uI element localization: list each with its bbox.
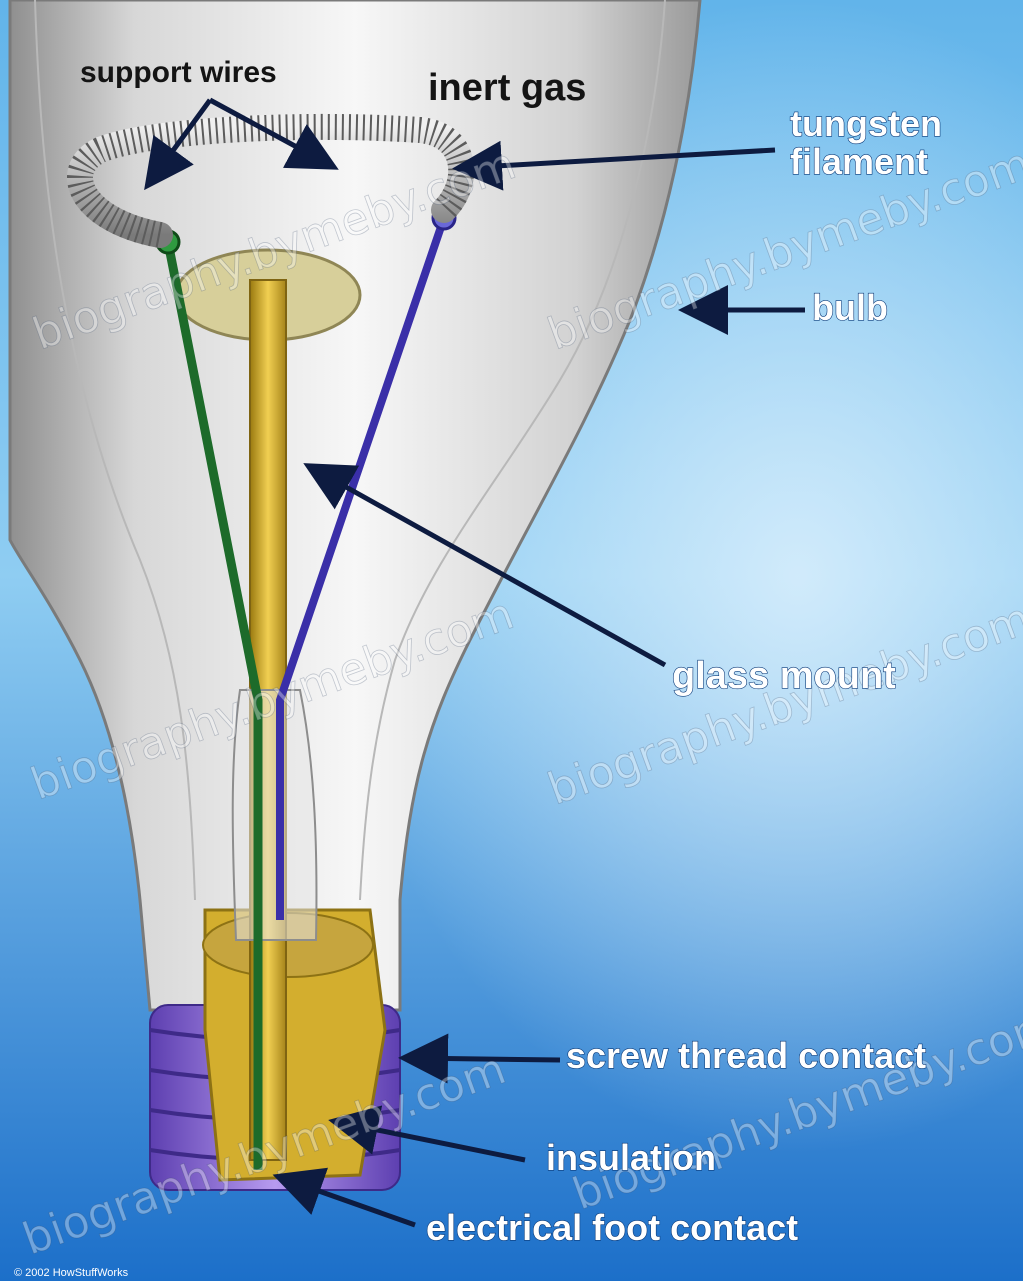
label-electrical-foot-contact: electrical foot contact: [426, 1207, 798, 1248]
label-support-wires: support wires: [80, 56, 277, 89]
label-tungsten-filament-line2: filament: [790, 141, 928, 182]
label-screw-thread-contact: screw thread contact: [566, 1035, 926, 1076]
label-inert-gas: inert gas: [428, 67, 586, 109]
label-bulb: bulb: [812, 287, 888, 328]
credit-text: © 2002 HowStuffWorks: [14, 1267, 129, 1279]
label-tungsten-filament-line1: tungsten: [790, 103, 942, 144]
label-insulation: insulation: [546, 1137, 716, 1178]
label-glass-mount: glass mount: [672, 655, 896, 697]
